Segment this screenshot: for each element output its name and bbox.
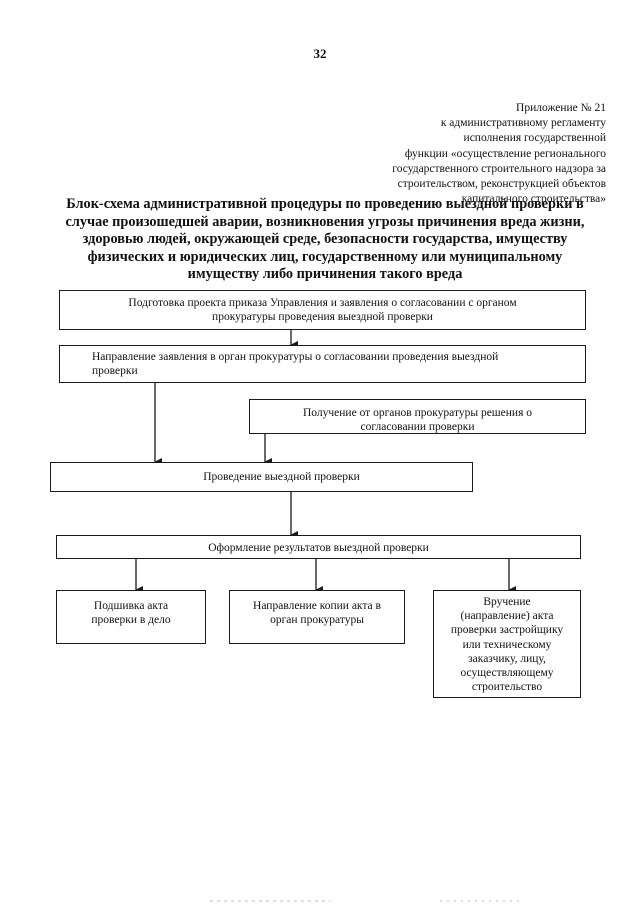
appendix-line: государственного строительного надзора з… [392,162,606,175]
box-text-line: Направление копии акта в [253,600,381,612]
box-text-line: согласовании проверки [360,421,475,433]
box-text-line: строительство [471,681,543,694]
box-text-line: Подготовка проекта приказа Управления и … [128,297,517,309]
box-formalize-results: Оформление результатов выездной проверки [56,535,581,559]
appendix-line: Приложение № 21 [516,102,606,114]
box-conduct-inspection: Проведение выездной проверки [50,462,473,492]
title-line: здоровью людей, окружающей среде, безопа… [82,231,568,247]
appendix-line: к административному регламенту [440,117,606,130]
box-text-line: Оформление результатов выездной проверки [208,542,429,554]
page-number: 32 [313,46,327,61]
title-line: случае произошедшей аварии, возникновени… [65,213,585,230]
box-text-line: Направление заявления в орган прокуратур… [92,351,499,363]
box-text-line: или техническому [462,638,552,651]
box-text-line: проверки [92,365,138,377]
box-prepare-order: Подготовка проекта приказа Управления и … [59,290,586,330]
box-deliver-act: Вручение (направление) акта проверки зас… [433,590,581,698]
appendix-line: исполнения государственной [463,132,606,145]
appendix-line: функции «осуществление регионального [404,147,606,160]
box-send-application: Направление заявления в орган прокуратур… [59,345,586,383]
box-text-line: Вручение [483,596,531,608]
box-file-act: Подшивка акта проверки в дело [56,590,206,644]
box-text-line: Подшивка акта [93,600,169,612]
appendix-line: капитального строительства» [461,193,606,206]
title-line: Блок-схема административной процедуры по… [66,196,584,212]
box-receive-decision: Получение от органов прокуратуры решения… [249,399,586,434]
title-line: имуществу либо причинения такого вреда [187,266,463,282]
box-text-line: проверки застройщику [450,624,564,637]
diagram-title: Блок-схема административной процедуры по… [40,196,610,284]
box-text-line: осуществляющему [460,667,554,680]
scan-edge-artifact [210,900,520,902]
box-text-line: Получение от органов прокуратуры решения… [303,407,532,419]
title-line: физических и юридических лиц, государств… [87,248,563,265]
box-text-line: орган прокуратуры [270,614,364,626]
appendix-reference: Приложение № 21 к административному регл… [306,101,606,207]
box-send-copy: Направление копии акта в орган прокурату… [229,590,405,644]
appendix-line: строительством, реконструкцией объектов [397,178,606,191]
box-text-line: проверки в дело [91,614,171,626]
box-text-line: Проведение выездной проверки [203,471,360,483]
box-text-line: (направление) акта [460,610,554,623]
box-text-line: прокуратуры проведения выездной проверки [212,311,433,323]
box-text-line: заказчику, лицу, [468,652,546,665]
